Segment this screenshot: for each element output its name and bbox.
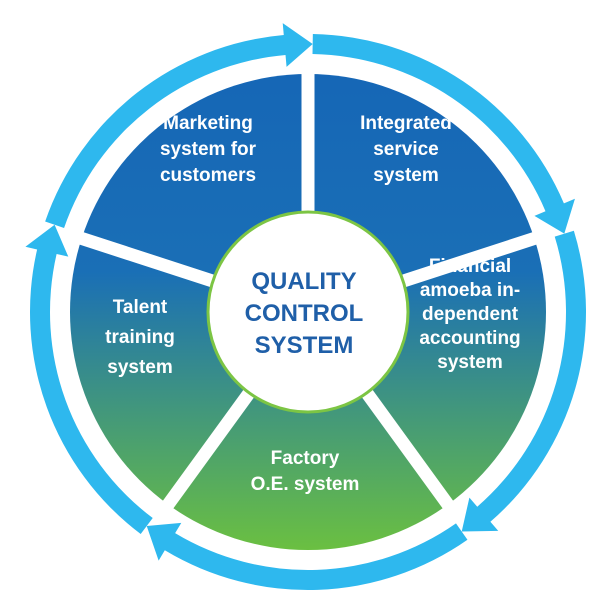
segment-label-line: training — [105, 327, 175, 348]
segment-label-line: accounting — [419, 328, 520, 349]
segment-label-line: customers — [160, 165, 256, 186]
center-title: QUALITY CONTROL SYSTEM — [245, 268, 364, 359]
center-hub: QUALITY CONTROL SYSTEM — [206, 210, 410, 414]
center-title-line: QUALITY — [251, 268, 356, 295]
cycle-arrows — [25, 23, 586, 590]
segment-label-line: service — [373, 139, 439, 160]
cycle-arrow-financial-amoeba-clockwise-arrow-icon — [461, 230, 586, 532]
segment-label-line: system — [437, 352, 503, 373]
cycle-arrow-marketing-clockwise-arrow-icon — [45, 23, 313, 229]
segment-label-line: amoeba in- — [420, 280, 520, 301]
segment-label-line: system — [373, 165, 439, 186]
cycle-arrow-integrated-service-clockwise-arrow-icon — [312, 34, 575, 234]
center-circle — [206, 210, 410, 414]
segment-label-line: Talent — [113, 297, 168, 318]
segment-factory-oe — [168, 312, 448, 550]
segment-label-integrated-service: Integrated service system — [360, 113, 452, 186]
center-title-line: CONTROL — [245, 300, 364, 327]
segment-label-line: O.E. system — [251, 474, 360, 495]
segment-label-line: system for — [160, 139, 257, 160]
segment-label-line: Integrated — [360, 113, 452, 134]
segment-label-line: system — [107, 357, 173, 378]
segment-label-marketing: Marketing system for customers — [160, 113, 257, 186]
segment-label-line: Marketing — [163, 113, 253, 134]
center-title-line: SYSTEM — [255, 332, 354, 359]
cycle-arrow-talent-training-clockwise-arrow-icon — [25, 224, 153, 535]
segment-label-line: dependent — [422, 304, 519, 325]
cycle-arrow-factory-oe-clockwise-arrow-icon — [146, 522, 468, 590]
segment-label-talent-training: Talent training system — [105, 297, 175, 378]
segment-label-line: Factory — [271, 448, 340, 469]
